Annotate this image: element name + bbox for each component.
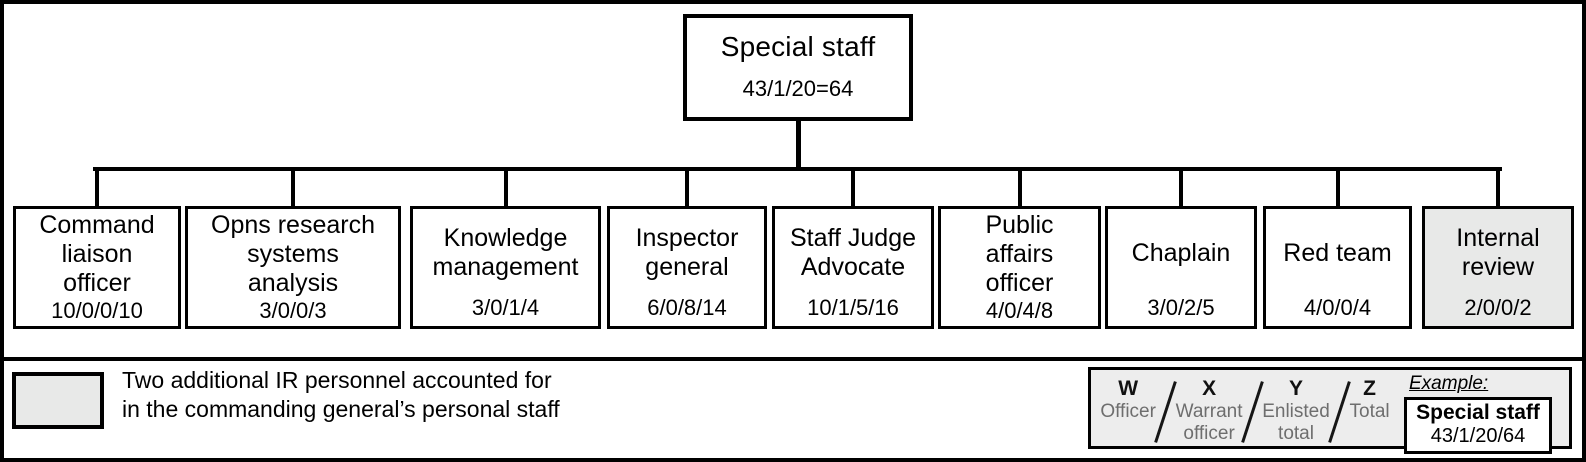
footnote-line: in the commanding general’s personal sta…: [122, 396, 560, 422]
org-box-title: Special staff: [720, 31, 876, 62]
org-box-value: 4/0/4/8: [985, 298, 1054, 323]
footnote-line: Two additional IR personnel accounted fo…: [122, 367, 552, 393]
connector-child-stub: [1335, 167, 1340, 206]
org-box-value: 10/1/5/16: [807, 295, 899, 320]
footer-divider: [4, 357, 1582, 361]
connector-child-stub: [95, 167, 99, 206]
connector-child-stub: [503, 167, 508, 206]
legend-key-symbol: W: [1118, 377, 1139, 400]
legend-key-symbol: X: [1202, 377, 1217, 400]
org-box-value: 4/0/0/4: [1303, 295, 1372, 320]
org-box-title: Red team: [1283, 238, 1392, 267]
legend-example-box-title: Special staff: [1416, 401, 1540, 424]
connector-horizontal-line: [93, 167, 1502, 171]
legend-example-box: Special staff 43/1/20/64: [1404, 397, 1552, 454]
org-box-chaplain: Chaplain 3/0/2/5: [1105, 206, 1257, 329]
org-box-value: 2/0/0/2: [1464, 295, 1532, 320]
connector-root-stub: [796, 121, 801, 171]
legend-key-symbol: Y: [1289, 377, 1304, 400]
org-box-value: 43/1/20=64: [742, 76, 854, 101]
connector-child-stub: [1017, 167, 1022, 206]
connector-child-stub: [851, 167, 855, 206]
legend-key-symbol: Z: [1363, 377, 1376, 400]
org-box-value: 3/0/0/3: [259, 298, 327, 323]
legend-example-box-value: 43/1/20/64: [1430, 425, 1526, 447]
legend-example: Example: Special staff 43/1/20/64: [1397, 370, 1569, 454]
connector-child-stub: [1179, 167, 1183, 206]
connector-child-stub: [1496, 167, 1500, 206]
slash-separator-icon: [1154, 380, 1178, 443]
shaded-box-legend-swatch: [12, 372, 104, 429]
legend-key-label: Officer: [1100, 401, 1156, 422]
slash-separator-icon: [1241, 380, 1264, 443]
footnote-text: Two additional IR personnel accounted fo…: [122, 366, 560, 424]
slash-separator-icon: [1328, 380, 1351, 443]
org-box-title: Chaplain: [1131, 238, 1231, 267]
legend-key-label: Total: [1349, 401, 1390, 422]
org-box-value: 10/0/0/10: [51, 298, 143, 323]
org-box-special-staff: Special staff 43/1/20=64: [683, 14, 913, 121]
connector-child-stub: [291, 167, 295, 206]
org-box-red-team: Red team 4/0/0/4: [1263, 206, 1412, 329]
connector-child-stub: [685, 167, 689, 206]
org-box-value: 6/0/8/14: [647, 295, 727, 320]
org-box-value: 3/0/2/5: [1147, 295, 1215, 320]
org-box-value: 3/0/1/4: [471, 295, 540, 320]
legend-example-title: Example:: [1409, 373, 1489, 394]
